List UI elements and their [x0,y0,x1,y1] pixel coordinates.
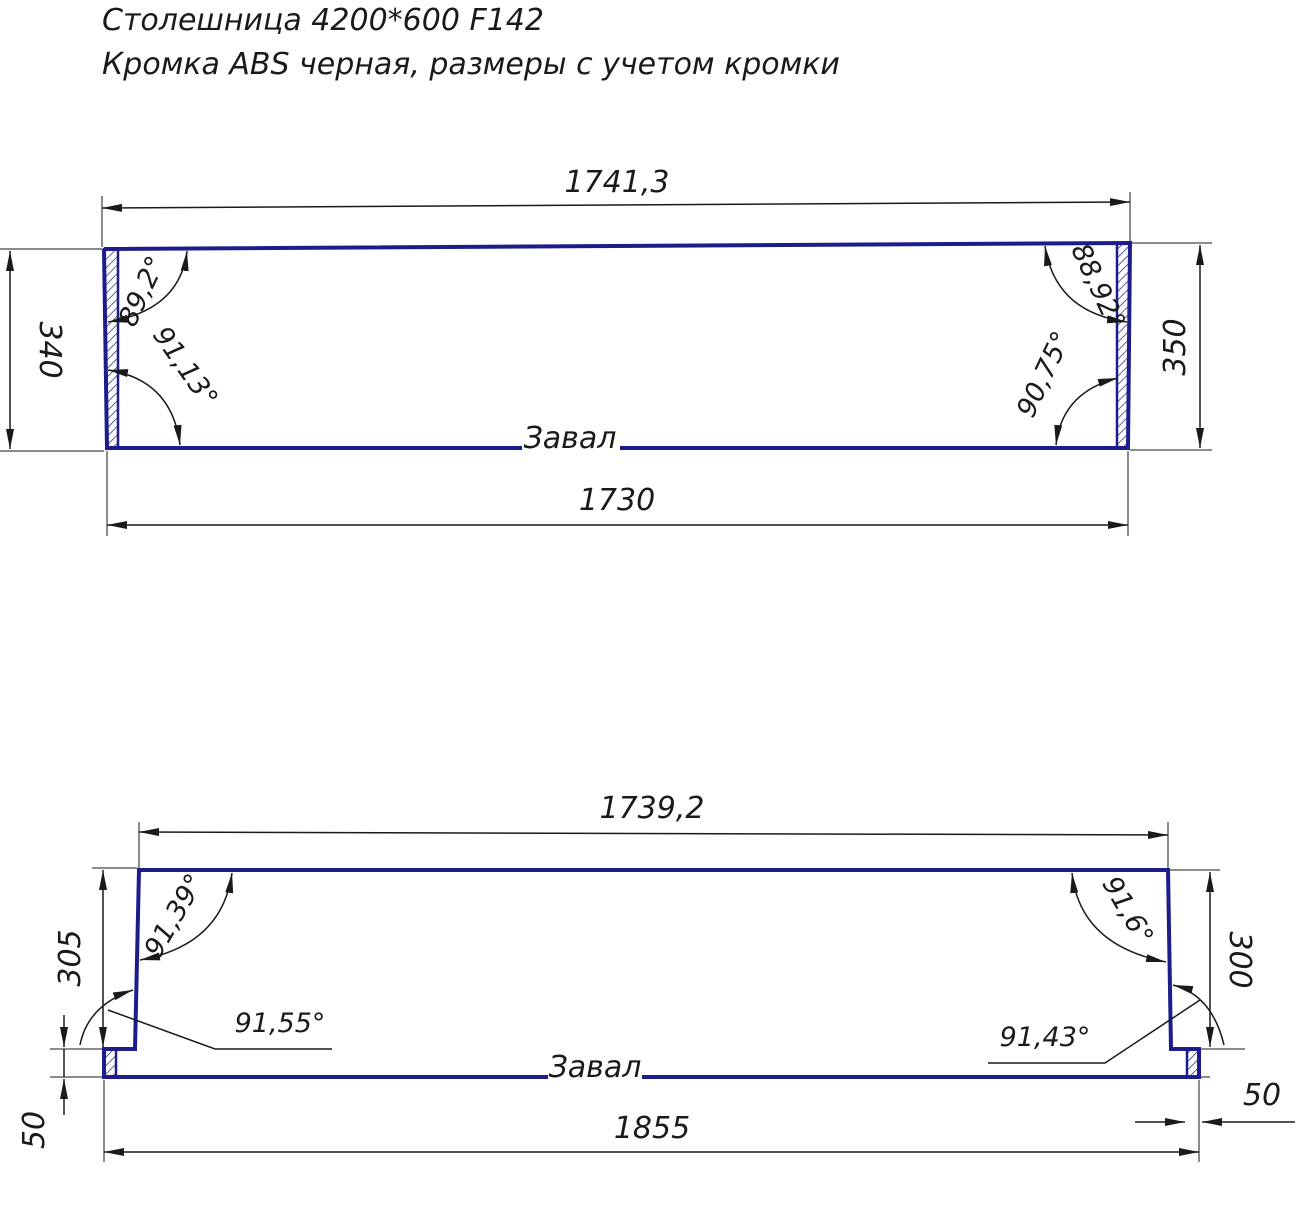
part1-top-dimension-line [101,198,1131,212]
part2-angle-arc-top-left [139,872,234,961]
part1-left-height: 340 [32,321,67,378]
part2-top-dimension-line [138,828,1169,839]
part1-angle-top-left: 89,2° [113,251,172,331]
part1-bottom-edge-label: Завал [524,421,617,456]
part1-right-height: 350 [1158,318,1193,375]
part1-angle-arc-bottom-left [107,369,182,446]
part2-top-length: 1739,2 [600,791,705,826]
part2-left-step: 50 [17,1111,52,1149]
part1-angle-arc-top-right [1044,245,1128,324]
part2-angle-step-left: 91,55° [235,1008,326,1039]
part2-angle-arc-top-right [1070,872,1167,963]
part2-bottom-length: 1855 [614,1111,690,1146]
title-line-1: Столешница 4200*600 F142 [102,3,544,38]
part1-outline-left [102,248,522,450]
part2-left-height: 305 [53,929,88,986]
part2-angle-top-right: 91,6° [1096,871,1160,950]
part1-angle-arc-bottom-right [1054,377,1119,446]
part2-angle-top-left: 91,39° [139,869,211,963]
part1-angle-bottom-left: 91,13° [146,321,223,413]
part2-bottom-edge-label: Завал [549,1050,642,1085]
part2-angle-step-right: 91,43° [1000,1022,1091,1053]
part2-leader-step-right [988,999,1201,1064]
part1-top-length: 1741,3 [565,165,670,200]
part1-angle-arc-top-left [107,250,189,323]
part1-outline [103,240,1133,450]
part-1: 1741,3 1730 340 350 89,2° 91,13° 88,92° … [0,165,1212,536]
part2-right-step: 50 [1243,1078,1281,1113]
part2-outline [102,868,1201,1079]
part1-bottom-length: 1730 [579,483,655,518]
part2-angle-arc-step-right [1172,984,1225,1046]
part2-right-height: 300 [1222,931,1257,988]
part2-angle-arc-step-left [79,989,134,1046]
part2-leader-step-left [107,1009,332,1050]
part-2: 1739,2 1855 305 50 300 50 [17,791,1295,1162]
title-line-2: Кромка ABS черная, размеры с учетом кром… [102,47,840,82]
part1-angle-bottom-right: 90,75° [1011,327,1077,422]
